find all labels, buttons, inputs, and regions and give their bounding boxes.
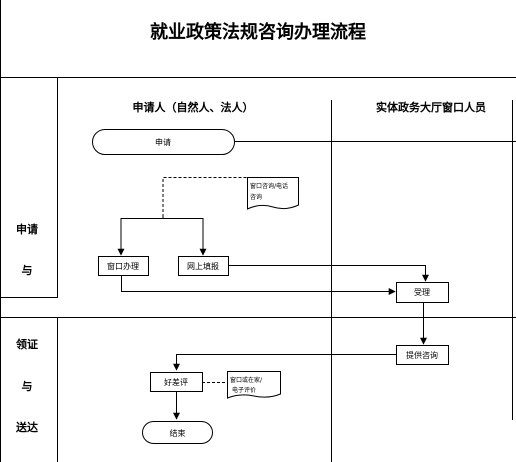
accept-inflow [121, 265, 429, 295]
stage-receive-label-1: 领证 [15, 337, 38, 351]
accept-node: 受理 [396, 282, 449, 303]
provide-consult-node: 提供咨询 [396, 345, 449, 365]
consult-document-text-2: 咨询 [250, 193, 262, 201]
review-node: 好差评 [150, 372, 203, 392]
window-handle-node: 窗口办理 [98, 256, 149, 276]
online-submit-label: 网上填报 [187, 261, 219, 271]
lane-applicant-header: 申请人（自然人、法人） [133, 100, 254, 114]
stage-receive-label-3: 送达 [15, 420, 38, 434]
review-document: 窗口或在家/ 电子评价 [227, 371, 281, 399]
page-title: 就业政策法规咨询办理流程 [150, 21, 366, 43]
consult-dashed-link [162, 177, 248, 217]
start-node-label: 申请 [155, 137, 171, 147]
stage-apply-label-1: 申请 [16, 222, 38, 236]
provide-consult-label: 提供咨询 [406, 350, 438, 360]
consult-document: 窗口咨询/电话 咨询 [247, 177, 299, 210]
stage-receive-label-2: 与 [22, 380, 33, 393]
start-node: 申请 [92, 129, 235, 155]
end-node-label: 结束 [170, 428, 186, 438]
split-connectors [117, 217, 207, 256]
consult-to-review-arrow [173, 354, 396, 371]
accept-label: 受理 [414, 287, 430, 297]
review-document-text-1: 窗口或在家/ [230, 376, 263, 384]
online-submit-node: 网上填报 [178, 256, 229, 276]
stage-apply-label-2: 与 [22, 264, 33, 277]
consult-document-text-1: 窗口咨询/电话 [250, 182, 288, 190]
end-node: 结束 [142, 421, 213, 444]
window-handle-label: 窗口办理 [107, 261, 139, 271]
lane-staff-header: 实体政务大厅窗口人员 [376, 100, 486, 114]
review-document-text-2: 电子评价 [232, 386, 256, 394]
review-label: 好差评 [164, 377, 188, 387]
